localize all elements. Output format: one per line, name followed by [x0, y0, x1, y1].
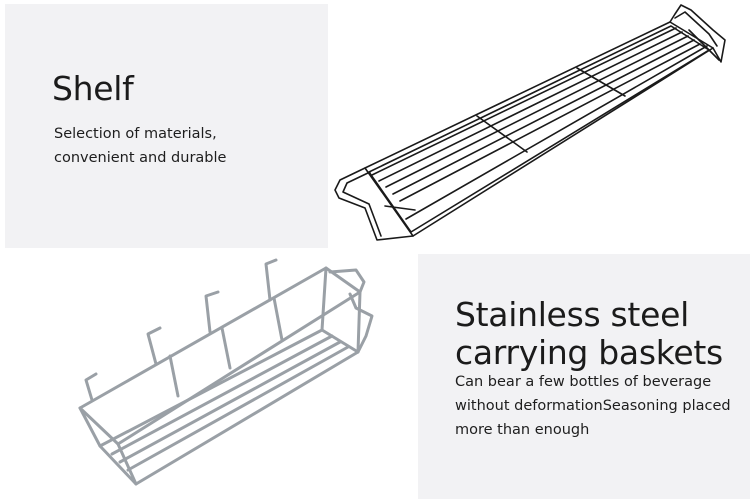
basket-description-line-1: Can bear a few bottles of beverage — [455, 374, 712, 390]
wire-rack-shelf-icon — [334, 4, 726, 241]
wire-hanging-basket-icon — [78, 258, 374, 486]
basket-title-line-1: Stainless steel — [455, 295, 689, 334]
shelf-description-line-1: Selection of materials, — [54, 126, 217, 142]
shelf-description: Selection of materials, convenient and d… — [54, 122, 304, 170]
basket-title-line-2: carrying baskets — [455, 333, 723, 372]
basket-title: Stainless steel carrying baskets — [455, 296, 723, 372]
basket-description-line-2: without deformationSeasoning placed — [455, 398, 731, 414]
basket-description: Can bear a few bottles of beverage witho… — [455, 370, 735, 442]
shelf-description-line-2: convenient and durable — [54, 150, 227, 166]
basket-description-line-3: more than enough — [455, 422, 590, 438]
shelf-text-panel — [5, 4, 328, 248]
basket-text-panel — [418, 254, 750, 499]
shelf-title: Shelf — [52, 69, 134, 108]
